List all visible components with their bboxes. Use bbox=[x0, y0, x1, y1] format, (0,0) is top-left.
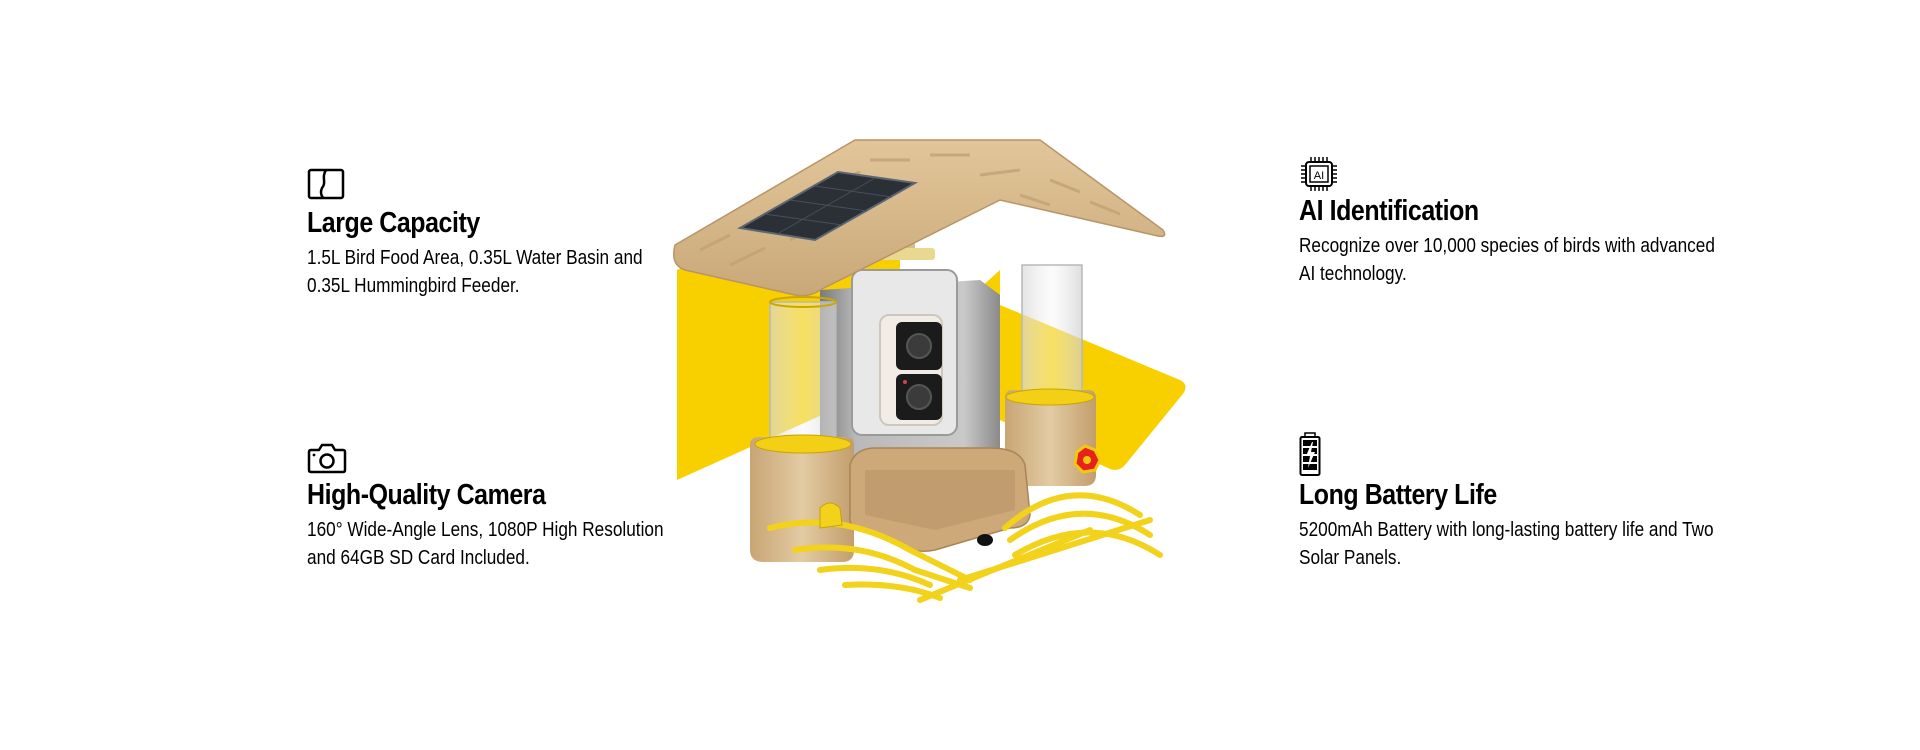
water-cup bbox=[819, 502, 843, 529]
battery-icon bbox=[1299, 432, 1321, 476]
feature-title: AI Identification bbox=[1299, 195, 1479, 227]
camera-lens bbox=[906, 384, 932, 410]
feature-high-quality-camera: High-Quality Camera 160° Wide-Angle Lens… bbox=[307, 440, 867, 572]
ai-chip-icon: AI bbox=[1301, 157, 1337, 191]
description-line: Solar Panels. bbox=[1299, 547, 1402, 569]
description-line: 5200mAh Battery with long-lasting batter… bbox=[1299, 519, 1714, 541]
feature-title: Large Capacity bbox=[307, 207, 480, 239]
feature-title: High-Quality Camera bbox=[307, 479, 546, 511]
feature-long-battery-life: Long Battery Life 5200mAh Battery with l… bbox=[1299, 432, 1859, 572]
feature-description: 160° Wide-Angle Lens, 1080P High Resolut… bbox=[307, 516, 789, 572]
feature-title: Long Battery Life bbox=[1299, 479, 1497, 511]
svg-text:AI: AI bbox=[1314, 170, 1324, 182]
description-line: Recognize over 10,000 species of birds w… bbox=[1299, 235, 1715, 257]
seed-hopper-left bbox=[750, 296, 854, 562]
bird-feeder-product-image bbox=[673, 139, 1186, 603]
capacity-icon bbox=[307, 168, 345, 200]
solar-panel bbox=[737, 170, 919, 242]
description-line: AI technology. bbox=[1299, 263, 1407, 285]
description-line: 160° Wide-Angle Lens, 1080P High Resolut… bbox=[307, 519, 664, 541]
camera-icon bbox=[307, 443, 347, 474]
feature-ai-identification: AI AI Identification Recognize over 10,0… bbox=[1299, 154, 1859, 288]
description-line: 1.5L Bird Food Area, 0.35L Water Basin a… bbox=[307, 247, 643, 269]
description-line: and 64GB SD Card Included. bbox=[307, 547, 530, 569]
camera-lens bbox=[906, 333, 932, 359]
description-line: 0.35L Hummingbird Feeder. bbox=[307, 275, 520, 297]
feature-description: Recognize over 10,000 species of birds w… bbox=[1299, 232, 1781, 288]
roof bbox=[673, 139, 1166, 297]
feature-description: 1.5L Bird Food Area, 0.35L Water Basin a… bbox=[307, 244, 789, 300]
feature-large-capacity: Large Capacity 1.5L Bird Food Area, 0.35… bbox=[307, 168, 867, 300]
hummingbird-feeder bbox=[1005, 264, 1102, 486]
perch-rails bbox=[767, 492, 1163, 603]
feature-description: 5200mAh Battery with long-lasting batter… bbox=[1299, 516, 1781, 572]
